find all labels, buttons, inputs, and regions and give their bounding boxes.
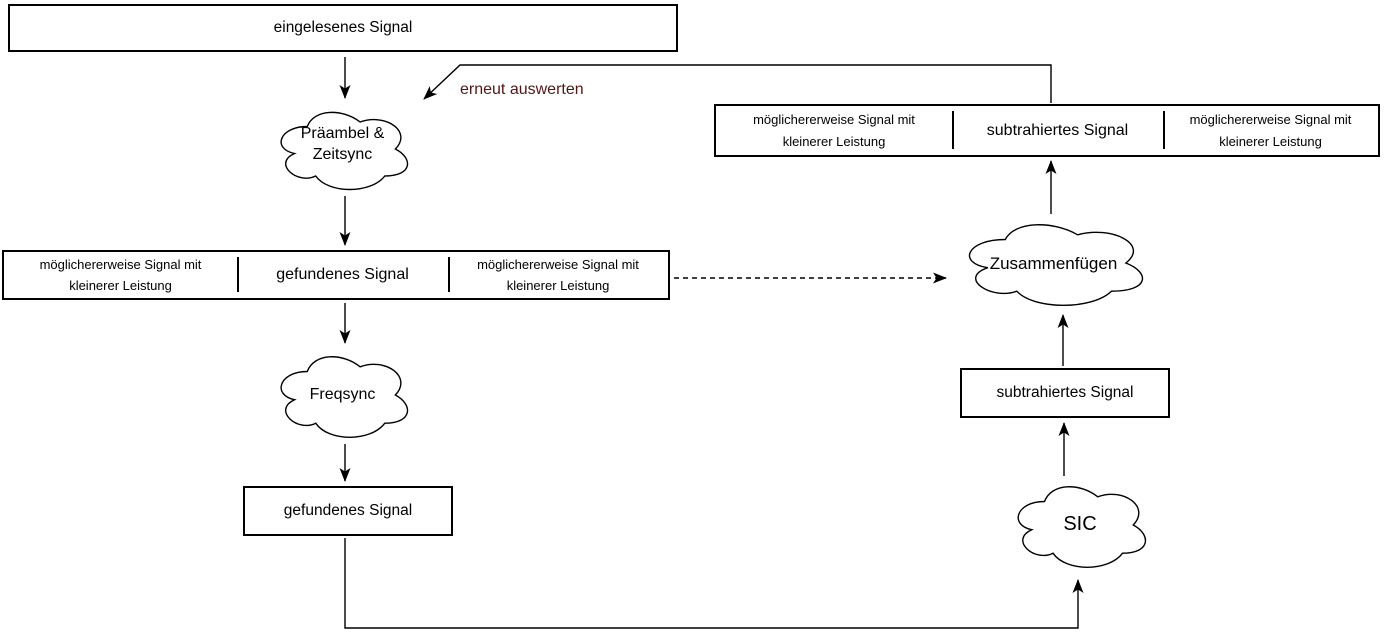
output-bar-center-label: subtrahiertes Signal [986, 121, 1129, 139]
sic-cloud-shape [1017, 486, 1147, 568]
input-signal-label: eingelesenes Signal [273, 19, 413, 36]
found-bar-left-line2: kleinerer Leistung [69, 278, 172, 293]
merge-cloud-shape [968, 224, 1144, 306]
found-signal-box: gefundenes Signal [243, 486, 453, 536]
output-signal-bar: möglichererweise Signal mit kleinerer Le… [714, 104, 1380, 157]
found-bar-left-line1: möglichererweise Signal mit [39, 256, 202, 272]
output-bar-right-line1: möglichererweise Signal mit [1189, 112, 1352, 128]
output-bar-right-line2: kleinerer Leistung [1219, 133, 1322, 149]
output-bar-left-cell: möglichererweise Signal mit kleinerer Le… [716, 106, 952, 155]
freqsync-cloud-shape [280, 356, 409, 438]
arrow-reevaluate-feedback [423, 64, 1052, 103]
sic-cloud-label: SIC [1063, 513, 1097, 535]
found-bar-divider-right [448, 257, 450, 292]
input-signal-box: eingelesenes Signal [8, 4, 678, 52]
found-bar-right-cell: möglichererweise Signal mit kleinerer Le… [448, 252, 668, 298]
output-bar-left-line1: möglichererweise Signal mit [753, 112, 915, 128]
preamble-cloud-label-line1: Präambel & [300, 125, 385, 142]
preamble-cloud-shape [280, 111, 409, 191]
subtracted-signal-box: subtrahiertes Signal [960, 368, 1170, 418]
freqsync-cloud-label: Freqsync [309, 386, 376, 403]
preamble-cloud-label-line2: Zeitsync [312, 145, 373, 163]
preamble-cloud-label: Präambel & Zeitsync [272, 124, 413, 166]
found-signal-bar: möglichererweise Signal mit kleinerer Le… [2, 250, 670, 300]
merge-cloud-label: Zusammenfügen [989, 254, 1118, 273]
output-bar-divider-left [952, 111, 954, 149]
found-bar-divider-left [237, 257, 239, 292]
output-bar-center-cell: subtrahiertes Signal [952, 106, 1163, 155]
reevaluate-label: erneut auswerten [460, 81, 584, 98]
found-bar-right-line1: möglichererweise Signal mit [477, 256, 639, 272]
found-signal-box-label: gefundenes Signal [283, 502, 413, 519]
subtracted-signal-box-label: subtrahiertes Signal [996, 384, 1134, 401]
found-bar-center-cell: gefundenes Signal [237, 252, 448, 298]
output-bar-right-cell: möglichererweise Signal mit kleinerer Le… [1163, 106, 1378, 155]
line-found-box-to-sic [344, 538, 1084, 629]
found-bar-center-label: gefundenes Signal [276, 266, 409, 283]
found-bar-right-line2: kleinerer Leistung [506, 278, 610, 293]
found-bar-left-cell: möglichererweise Signal mit kleinerer Le… [4, 252, 237, 298]
output-bar-divider-right [1163, 111, 1165, 149]
output-bar-left-line2: kleinerer Leistung [782, 133, 886, 149]
